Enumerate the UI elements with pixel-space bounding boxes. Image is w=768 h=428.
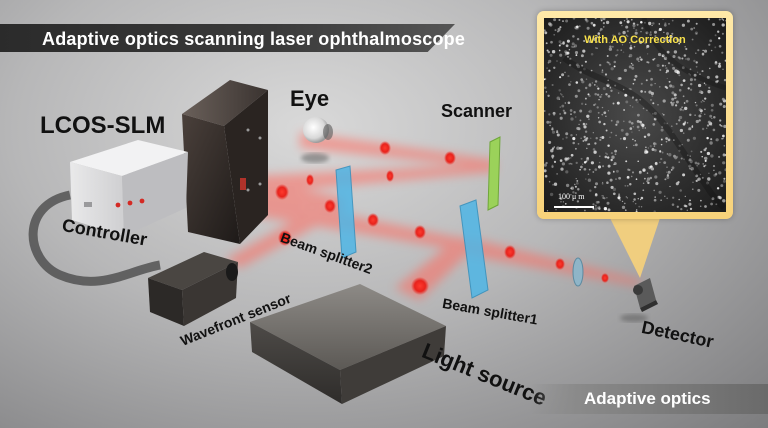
title-banner: [0, 24, 455, 52]
page-title: Adaptive optics scanning laser ophthalmo…: [42, 29, 466, 49]
cable: [28, 190, 161, 286]
photodetector-icon: [620, 278, 658, 322]
beam-bs1-to-detector: [470, 238, 640, 286]
scanner-mirror: [487, 136, 501, 211]
footer-label: Adaptive optics: [584, 389, 711, 408]
beam-splitter-1: [459, 199, 489, 299]
controller-device: [70, 140, 188, 236]
label-scanner: Scanner: [441, 101, 513, 121]
beam-scanner-to-slm: [250, 164, 495, 194]
scale-bar: [554, 206, 594, 208]
beam-spots: [253, 141, 609, 295]
light-source-device: [250, 284, 446, 404]
retina-photoreceptor-image: With AO Correction 100 μ m: [544, 18, 726, 212]
inset-caption: With AO Correction: [584, 34, 686, 46]
label-eye: Eye: [290, 86, 330, 111]
beam-splitter-2: [335, 165, 357, 259]
eye-ball-icon: [301, 117, 333, 163]
beam-bs2-to-bs1: [250, 195, 470, 252]
lens-disc-icon: [572, 257, 584, 287]
wavefront-sensor-device: [148, 252, 238, 326]
scale-bar-label: 100 μ m: [558, 192, 585, 201]
inset-pointer: [610, 218, 660, 278]
label-lcos-slm: LCOS-SLM: [40, 112, 166, 139]
footer-banner: [530, 384, 768, 414]
lcos-slm-device: [182, 80, 268, 244]
retina-image-inset: With AO Correction 100 μ m: [537, 11, 733, 219]
retina-texture: [544, 18, 726, 212]
